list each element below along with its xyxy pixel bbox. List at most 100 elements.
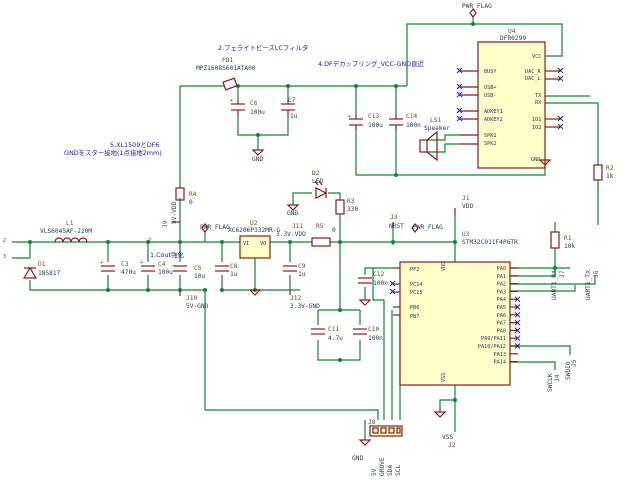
u3-stm32[interactable]: U3 STM32C011F4P6TR VDD VSS PF2 PC14 PC15… <box>389 231 521 386</box>
svg-text:Speaker: Speaker <box>424 125 450 132</box>
svg-text:J2: J2 <box>448 442 456 449</box>
pwr-flag-mcu: PWR_FLAG <box>411 223 443 233</box>
svg-text:C3: C3 <box>121 261 129 268</box>
r4-resistor[interactable]: R4 0 <box>175 187 197 206</box>
u4-pin-tx: TX <box>535 93 542 99</box>
svg-text:R4: R4 <box>189 191 197 198</box>
c8-capacitor[interactable]: C8 1u <box>215 263 238 278</box>
svg-text:U3: U3 <box>462 231 470 238</box>
u4-pin-busy: BUSY <box>484 69 497 75</box>
fb1-value: MPZ1608S601ATA00 <box>196 65 256 72</box>
u3-pin-pa1: PA1 <box>497 274 506 280</box>
c13-capacitor[interactable]: + C13 100u <box>348 113 383 130</box>
r2-resistor[interactable]: R2 1k <box>593 164 614 181</box>
j12-connector[interactable]: J12 3.3V-GND <box>289 290 320 310</box>
j7-connector[interactable]: J7 UART1_RX <box>551 270 566 300</box>
svg-text:5V-VDD: 5V-VDD <box>171 201 178 224</box>
u3-pin-pa5: PA5 <box>497 305 506 311</box>
svg-text:10k: 10k <box>564 243 575 250</box>
j3-connector[interactable]: J3 NRST <box>389 214 404 230</box>
svg-text:100u: 100u <box>158 269 173 276</box>
svg-text:PWR_FLAG: PWR_FLAG <box>462 3 492 10</box>
u4-pin-vcc: VCC <box>532 54 541 60</box>
svg-text:VDD: VDD <box>441 262 447 271</box>
u4-pin-adkey2: ADKEY2 <box>484 117 503 123</box>
u3-pin-pa7: PA7 <box>497 321 506 327</box>
u4-pin-usbp: USB+ <box>484 85 497 91</box>
svg-text:VSS: VSS <box>441 373 447 382</box>
u3-pin-pa8: PA8 <box>497 328 506 334</box>
no-connect-marker <box>514 343 521 349</box>
svg-text:R3: R3 <box>347 198 355 205</box>
j6-connector[interactable]: J6 UART1_TX <box>585 270 600 300</box>
l1-inductor[interactable]: L1 VLS6045AF-220M <box>40 220 92 243</box>
u3-pin-pa6: PA6 <box>497 313 506 319</box>
c4-capacitor[interactable]: + C4 100u <box>140 260 173 276</box>
u4-pin-io2: IO2 <box>532 125 541 131</box>
c3-capacitor[interactable]: + C3 470u <box>100 260 136 276</box>
ls1-speaker[interactable]: LS1 Speaker <box>419 117 450 162</box>
svg-text:GND: GND <box>252 156 263 163</box>
j5-connector[interactable]: J5 SWDIO <box>565 359 578 380</box>
r5-resistor[interactable]: R5 0 <box>311 223 336 247</box>
pwr-flag-top: PWR_FLAG <box>462 3 492 18</box>
r1-resistor[interactable]: R1 10k <box>550 231 575 250</box>
svg-text:J11: J11 <box>292 223 303 230</box>
fb1-ferrite-bead[interactable]: FB1 MPZ1608S601ATA00 <box>196 57 256 91</box>
svg-text:LS1: LS1 <box>430 117 441 124</box>
j11-connector[interactable]: J11 3.3V-VDD <box>276 223 306 238</box>
svg-text:1k: 1k <box>606 173 614 180</box>
gnd-symbol-c12 <box>358 299 372 306</box>
fb1-ref: FB1 <box>222 57 233 64</box>
u4-dfr0299[interactable]: U4 DFR0299 VCC BUSY DAC_R DAC_L USB+ USB… <box>456 28 564 169</box>
c5-capacitor[interactable]: C5 10u <box>173 265 205 280</box>
svg-text:R2: R2 <box>606 165 614 172</box>
svg-text:100u: 100u <box>250 109 265 116</box>
svg-text:C10: C10 <box>368 326 379 333</box>
svg-text:5V-GND: 5V-GND <box>186 303 209 310</box>
u3-pin-pa3: PA3 <box>497 289 506 295</box>
d2-led[interactable]: D2 LED <box>312 170 328 199</box>
c14-capacitor[interactable]: C14 100n <box>389 113 421 130</box>
c9-capacitor[interactable]: C9 1u <box>283 263 306 278</box>
svg-text:J7: J7 <box>559 270 566 278</box>
c6-capacitor[interactable]: + C6 100u <box>230 98 265 116</box>
gnd-symbol-grove: GND <box>352 439 372 462</box>
u4-pin-usbm: USB- <box>484 93 497 99</box>
j4-connector[interactable]: J4 SWCLK <box>547 373 561 392</box>
c11-capacitor[interactable]: C11 4.7u <box>311 326 343 342</box>
svg-text:STM32C011F4P6TR: STM32C011F4P6TR <box>462 239 518 246</box>
svg-text:J1: J1 <box>462 195 470 202</box>
j2-connector[interactable]: VSS J2 <box>442 434 456 449</box>
grove-ref: J8 <box>368 419 376 426</box>
svg-text:VI: VI <box>243 241 249 247</box>
note-gnd-star: GNDをスター接地(1点接地2mm) <box>64 148 162 157</box>
r3-resistor[interactable]: R3 330 <box>335 198 358 215</box>
svg-text:R5: R5 <box>316 223 324 230</box>
svg-text:0: 0 <box>332 227 336 234</box>
gnd-symbol-c6: GND <box>251 149 265 163</box>
c7-capacitor[interactable]: C7 1u <box>281 97 298 120</box>
u4-pin-spk2: SPK2 <box>484 141 497 147</box>
svg-text:R1: R1 <box>564 235 572 242</box>
j10-connector[interactable]: J10 5V-GND <box>179 290 209 310</box>
svg-text:PB6: PB6 <box>410 305 419 311</box>
j1-connector[interactable]: J1 VDD <box>454 195 473 215</box>
no-connect-marker <box>514 311 521 318</box>
u2-regulator[interactable]: U2 XC6206P332MR-G VI VO <box>228 220 280 259</box>
c10-capacitor[interactable]: C10 100n <box>353 326 383 342</box>
u3-pin-pa4: PA4 <box>497 297 506 303</box>
grove-label-grove: GROVE <box>379 457 386 476</box>
svg-text:U2: U2 <box>250 220 258 227</box>
j9-connector[interactable]: J9 5V-VDD <box>162 201 180 228</box>
c12-capacitor[interactable]: C12 100n <box>358 271 388 287</box>
u4-pin-spk1: SPK1 <box>484 133 497 139</box>
d1-diode[interactable]: D1 1N5817 <box>22 261 61 279</box>
svg-text:C14: C14 <box>406 113 417 120</box>
svg-text:D2: D2 <box>312 170 320 177</box>
u4-ref: U4 <box>508 28 516 35</box>
svg-text:C13: C13 <box>368 113 379 120</box>
note-gnd: 5.XL1509とDF6 <box>110 141 159 149</box>
